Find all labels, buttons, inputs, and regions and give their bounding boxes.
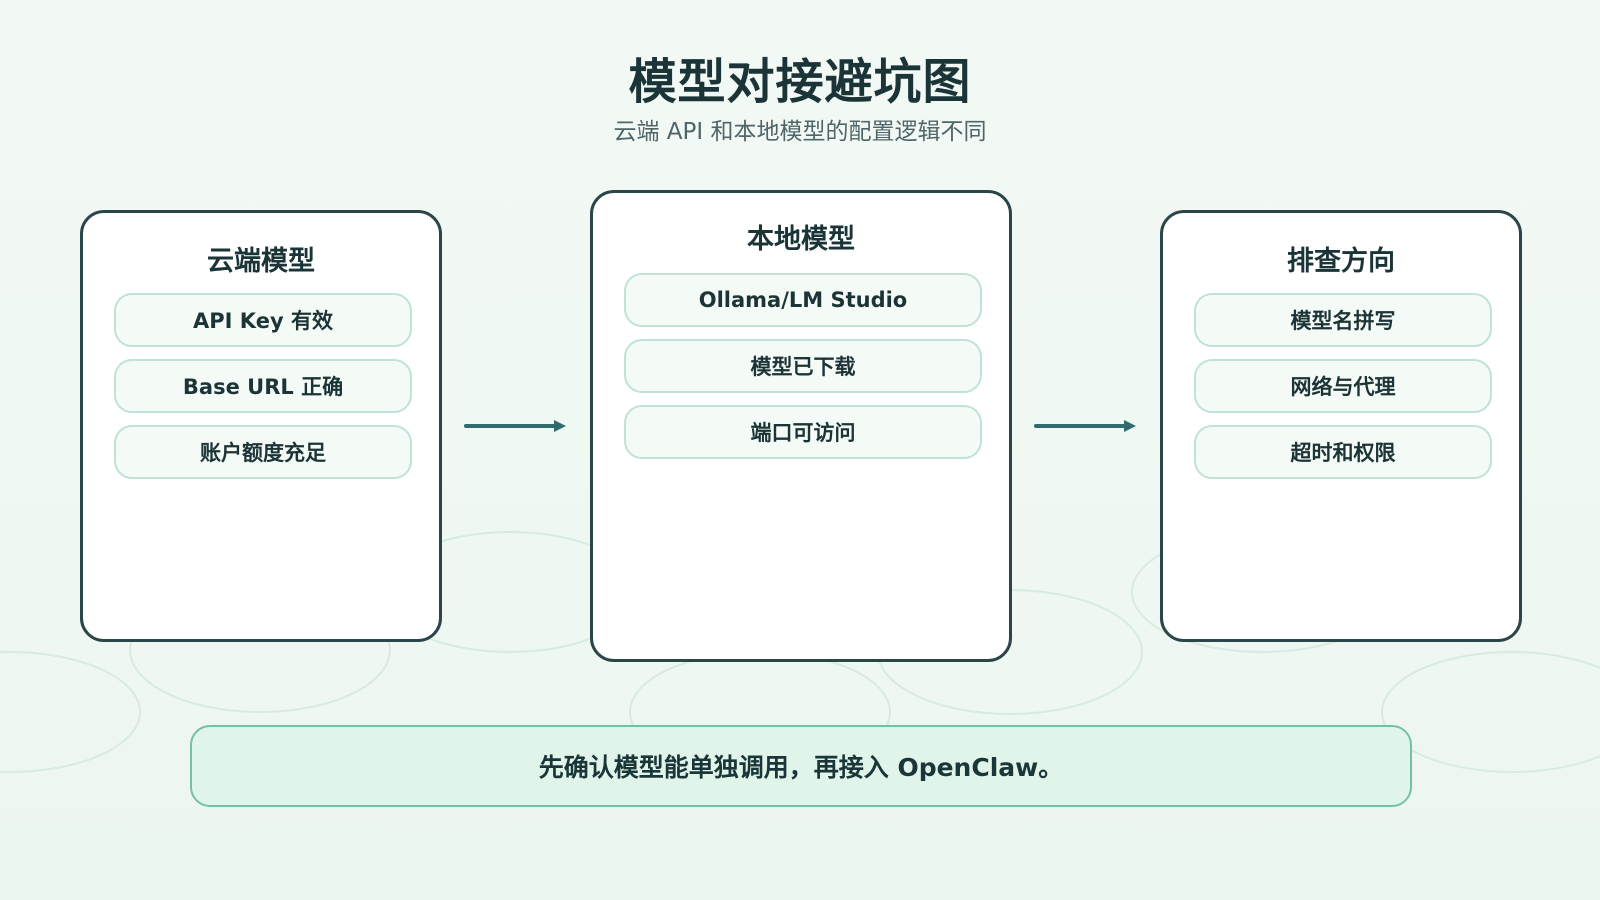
arrow-right-icon: [1034, 420, 1136, 432]
checklist-item: Base URL 正确: [114, 359, 412, 413]
checklist-item: 端口可访问: [624, 405, 982, 459]
arrow-right-icon: [464, 420, 566, 432]
checklist-item: 超时和权限: [1194, 425, 1492, 479]
page-title: 模型对接避坑图: [628, 54, 972, 110]
checklist-item: 模型已下载: [624, 339, 982, 393]
summary-note: 先确认模型能单独调用，再接入 OpenClaw。: [190, 725, 1412, 807]
card-title: 本地模型: [747, 224, 855, 255]
card-local-model: 本地模型 Ollama/LM Studio 模型已下载 端口可访问: [590, 190, 1012, 662]
card-title: 排查方向: [1287, 246, 1395, 277]
checklist-item: 模型名拼写: [1194, 293, 1492, 347]
card-title: 云端模型: [207, 246, 315, 277]
page-subtitle: 云端 API 和本地模型的配置逻辑不同: [613, 119, 987, 145]
checklist-item: API Key 有效: [114, 293, 412, 347]
checklist-item: 账户额度充足: [114, 425, 412, 479]
checklist-item: Ollama/LM Studio: [624, 273, 982, 327]
checklist-item: 网络与代理: [1194, 359, 1492, 413]
card-cloud-model: 云端模型 API Key 有效 Base URL 正确 账户额度充足: [80, 210, 442, 642]
card-troubleshooting: 排查方向 模型名拼写 网络与代理 超时和权限: [1160, 210, 1522, 642]
